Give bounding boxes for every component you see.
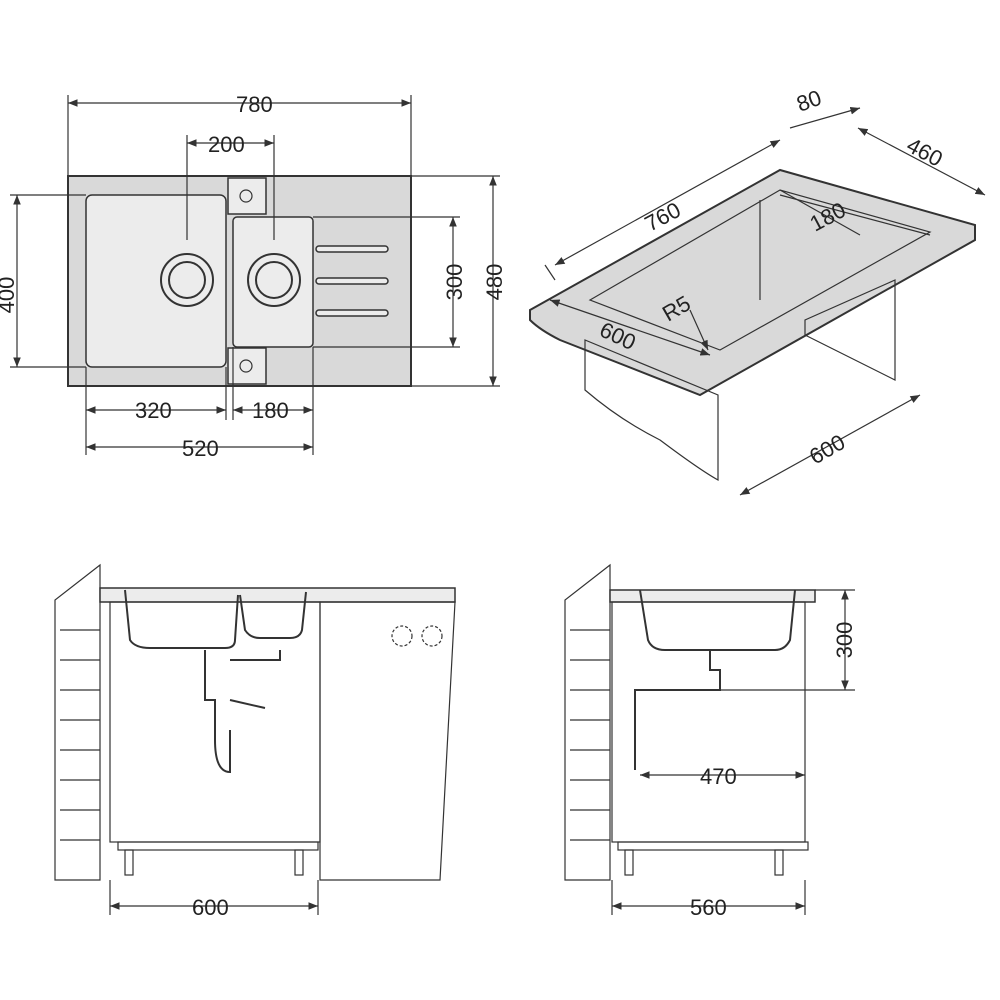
main-bowl [124,589,239,649]
dim-470: 470 [700,764,737,789]
dim-520: 520 [182,436,219,461]
main-bowl [85,194,227,368]
siphon [204,650,281,774]
drain-icon [247,253,301,307]
dim-200: 200 [208,132,245,157]
brick-wall [564,563,611,881]
dim-320: 320 [135,398,172,423]
dim-600-cabinet: 600 [805,429,849,469]
dim-780: 780 [236,92,273,117]
cabinet [611,601,806,843]
top-view: 780 200 400 300 480 320 180 520 [0,92,507,461]
tap-hole-bottom [227,347,267,385]
side-view: 300 470 560 [564,563,857,920]
cabinet-front [584,339,719,482]
countertop [529,168,976,397]
drainer-grooves [315,245,389,317]
dim-600-front: 600 [192,895,229,920]
drain-icon [160,253,214,307]
isometric-view: 80 460 760 180 R5 600 600 [529,85,986,496]
countertop [99,587,456,603]
dim-460: 460 [903,132,947,171]
brick-wall [54,563,101,881]
siphon [634,650,721,770]
small-bowl [232,216,314,348]
dim-180: 180 [252,398,289,423]
dim-400: 400 [0,277,19,314]
tap-hole-top [227,177,267,215]
small-bowl [239,591,307,639]
dim-300: 300 [442,264,467,301]
dim-80: 80 [793,85,825,117]
dim-480: 480 [482,264,507,301]
front-view: 600 [54,563,456,920]
bowl [639,589,796,651]
dim-300-side: 300 [832,622,857,659]
dim-560: 560 [690,895,727,920]
